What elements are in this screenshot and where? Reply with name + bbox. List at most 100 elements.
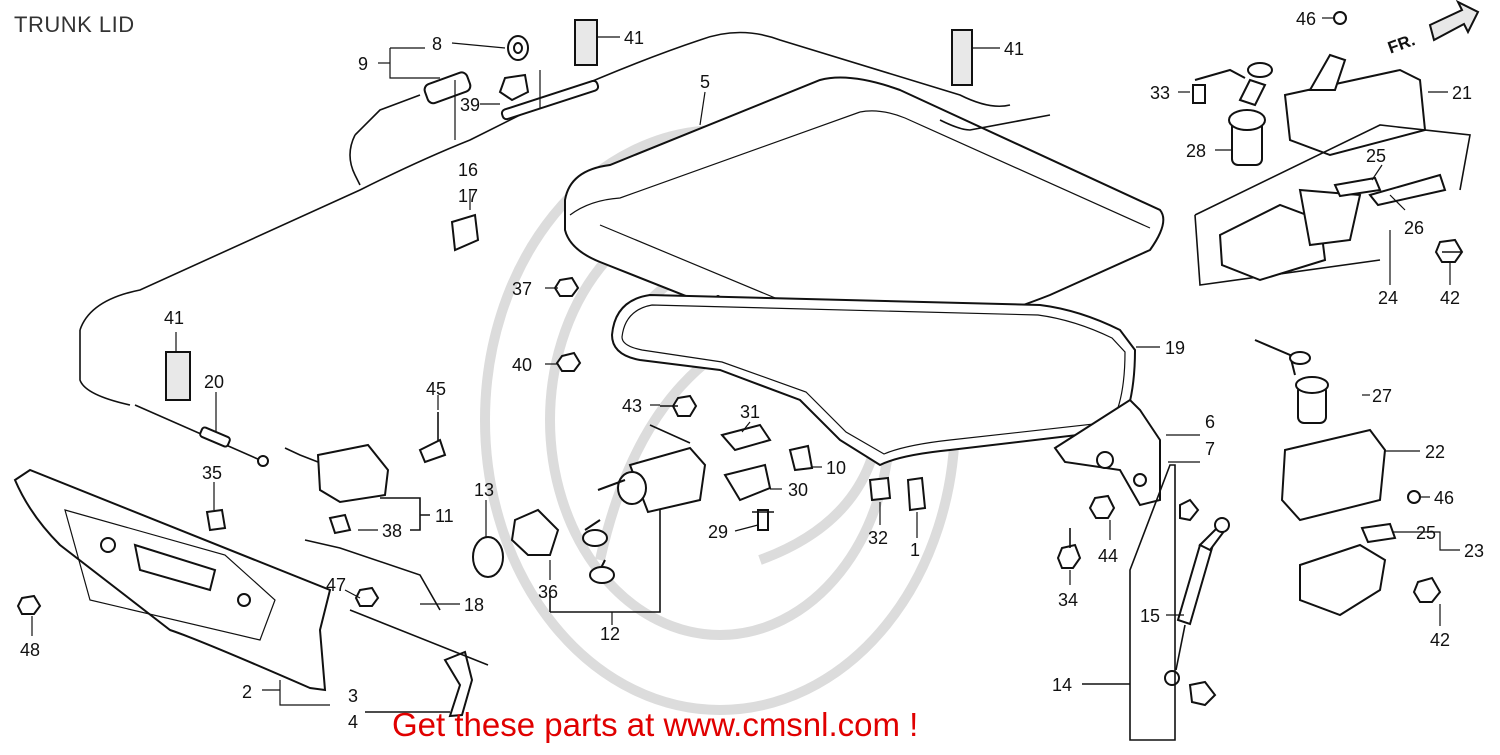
rear-garnish — [13, 468, 332, 692]
bracket-3-4 — [443, 650, 474, 718]
bolt-45 — [418, 412, 447, 464]
promo-banner[interactable]: Get these parts at www.cmsnl.com ! — [392, 706, 919, 743]
rod-18 — [304, 539, 441, 611]
callout-45: 45 — [426, 379, 446, 399]
callout-10: 10 — [826, 458, 846, 478]
callout-15: 15 — [1140, 606, 1160, 626]
callout-27: 27 — [1372, 386, 1392, 406]
callout-46b: 46 — [1434, 488, 1454, 508]
part-32 — [868, 476, 892, 502]
callout-40: 40 — [512, 355, 532, 375]
callout-46a: 46 — [1296, 9, 1316, 29]
callout-14: 14 — [1052, 675, 1072, 695]
bolt-strut-top — [1179, 498, 1200, 522]
callout-17: 17 — [458, 186, 478, 206]
part-31 — [720, 423, 772, 452]
pad-41-c — [165, 351, 191, 401]
key-cylinder-assembly — [1192, 62, 1273, 166]
bolt-34 — [1056, 528, 1082, 569]
callout-2: 2 — [242, 682, 252, 702]
callout-labels: 1 2 3 4 5 6 7 8 9 10 11 12 13 14 15 16 1… — [20, 9, 1484, 732]
callout-22: 22 — [1425, 442, 1445, 462]
callout-9: 9 — [358, 54, 368, 74]
part-35 — [205, 508, 227, 532]
callout-3: 3 — [348, 686, 358, 706]
callout-20: 20 — [204, 372, 224, 392]
callout-19: 19 — [1165, 338, 1185, 358]
callout-38: 38 — [382, 521, 402, 541]
callout-37: 37 — [512, 279, 532, 299]
bolt-strut-bottom — [1188, 680, 1217, 707]
screw-29 — [752, 509, 774, 531]
bolt-42-b — [1412, 576, 1442, 603]
bolt-46-a — [1333, 11, 1347, 25]
gasket-36 — [510, 508, 560, 556]
callout-5: 5 — [700, 72, 710, 92]
callout-42b: 42 — [1430, 630, 1450, 650]
callout-39: 39 — [460, 95, 480, 115]
bolt-44 — [1088, 494, 1116, 519]
callout-35: 35 — [202, 463, 222, 483]
callout-8: 8 — [432, 34, 442, 54]
leader-3-4 — [349, 609, 489, 713]
callout-25a: 25 — [1366, 146, 1386, 166]
leader-lines — [31, 17, 1460, 706]
callout-13: 13 — [474, 480, 494, 500]
part-30 — [723, 463, 772, 502]
seal-13 — [472, 536, 504, 578]
nut-40 — [555, 351, 582, 372]
callout-23: 23 — [1464, 541, 1484, 561]
gas-strut — [1129, 464, 1230, 741]
callout-30: 30 — [788, 480, 808, 500]
cable-route — [79, 31, 1051, 406]
key-cylinder-27 — [1254, 339, 1329, 424]
bolt-46-b — [1407, 490, 1421, 504]
callout-21: 21 — [1452, 83, 1472, 103]
callout-41a: 41 — [624, 28, 644, 48]
latch-23 — [1299, 543, 1387, 617]
cable-20 — [134, 404, 269, 467]
callout-16: 16 — [458, 160, 478, 180]
trunk-opener-assembly — [349, 35, 600, 186]
cap — [450, 213, 480, 252]
callout-43: 43 — [622, 396, 642, 416]
callout-26: 26 — [1404, 218, 1424, 238]
cover-21 — [1283, 68, 1427, 157]
callout-25b: 25 — [1416, 523, 1436, 543]
callout-47: 47 — [326, 575, 346, 595]
callout-41c: 41 — [164, 308, 184, 328]
callout-11: 11 — [435, 506, 454, 526]
nut-48 — [16, 594, 42, 615]
part-1 — [906, 476, 927, 512]
callout-12: 12 — [600, 624, 620, 644]
callout-48: 48 — [20, 640, 40, 660]
cover-21-top — [1308, 53, 1347, 91]
hinge — [1053, 398, 1161, 507]
bolt-42-a — [1434, 238, 1464, 263]
callout-1: 1 — [910, 540, 920, 560]
orientation-label: FR. — [1385, 30, 1417, 57]
latch-25b — [1360, 522, 1397, 544]
diagram-title: TRUNK LID — [14, 12, 135, 37]
callout-36: 36 — [538, 582, 558, 602]
pad-41-a — [574, 19, 598, 66]
part-10 — [788, 444, 814, 472]
callout-44: 44 — [1098, 546, 1118, 566]
callout-34: 34 — [1058, 590, 1078, 610]
fr-arrow-icon — [1428, 0, 1480, 42]
callout-7: 7 — [1205, 439, 1215, 459]
lock-cylinder-12 — [549, 424, 707, 613]
callout-42a: 42 — [1440, 288, 1460, 308]
callout-31: 31 — [740, 402, 760, 422]
callout-29: 29 — [708, 522, 728, 542]
nut-37 — [553, 276, 580, 297]
callout-41b: 41 — [1004, 39, 1024, 59]
callout-28: 28 — [1186, 141, 1206, 161]
pad-41-b — [951, 29, 973, 86]
callout-4: 4 — [348, 712, 358, 732]
callout-24: 24 — [1378, 288, 1398, 308]
callout-33: 33 — [1150, 83, 1170, 103]
callout-18: 18 — [464, 595, 484, 615]
